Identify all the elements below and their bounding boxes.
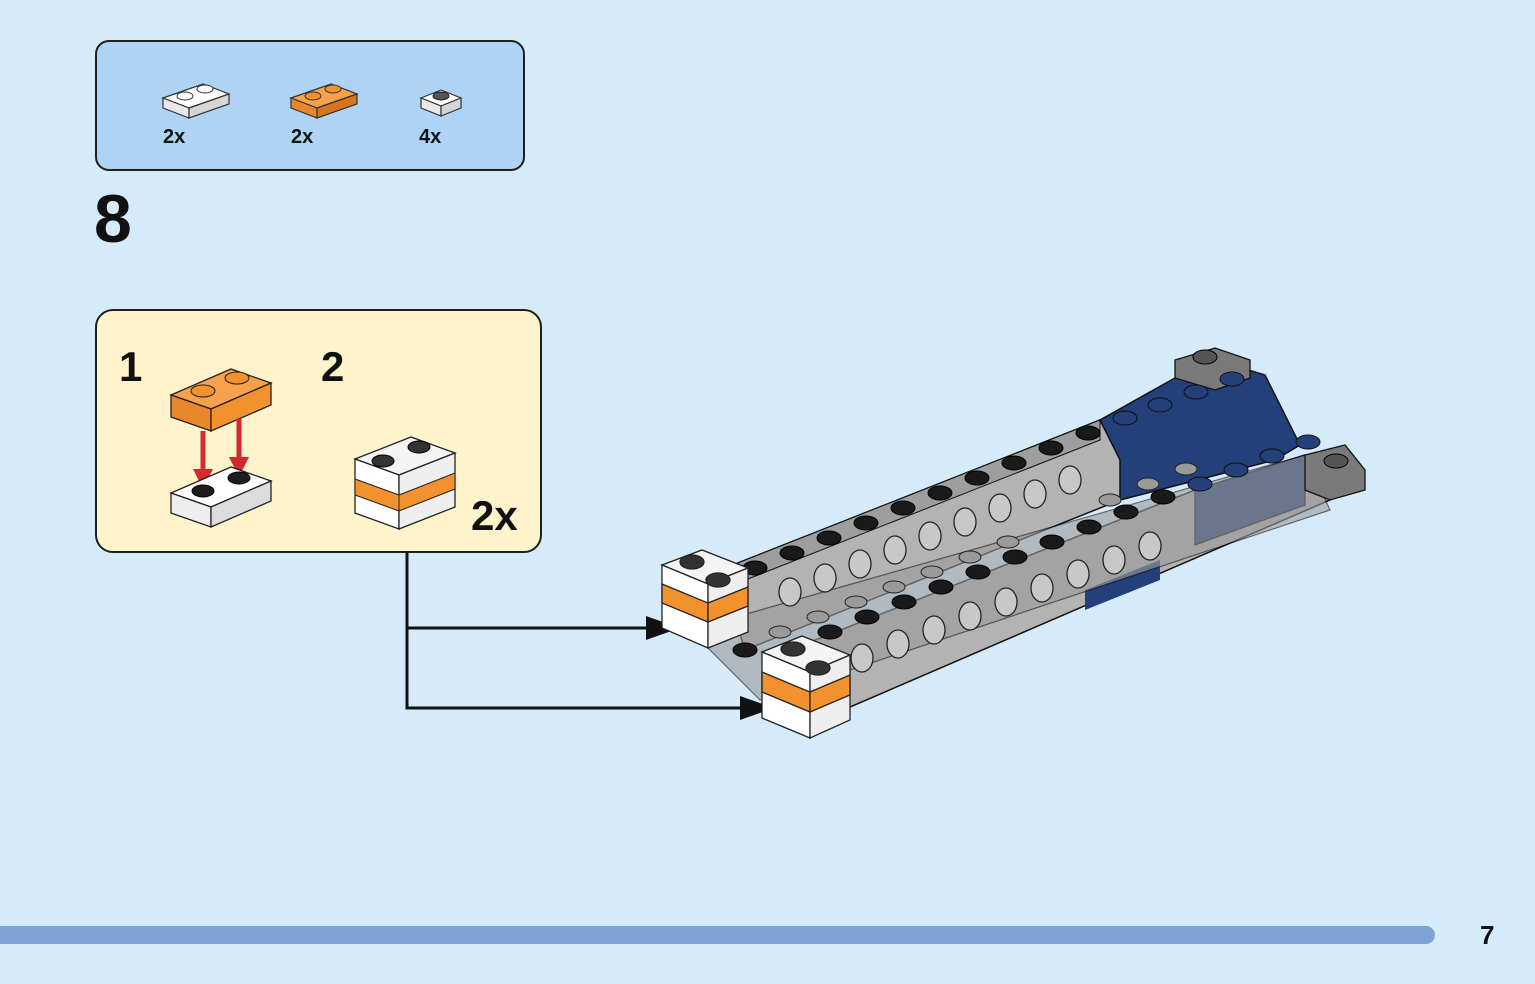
substep-number-2: 2 (321, 343, 345, 390)
orange-plate-1x2-icon (287, 72, 367, 152)
parts-list: 2x 2x 4x (95, 40, 525, 171)
part-qty-orange-plate-1x2: 2x (291, 126, 314, 148)
lower-attachment (760, 635, 852, 740)
substep-2-illustration (353, 436, 457, 530)
white-plate-1x2-icon (159, 72, 239, 152)
page-number: 7 (1480, 920, 1495, 950)
substep-quantity: 2x (471, 492, 518, 539)
substep-number-1: 1 (119, 343, 143, 390)
upper-attachment (660, 549, 750, 649)
substep-1-illustration (169, 368, 273, 528)
step-number: 8 (94, 181, 132, 257)
part-qty-white-plate-1x2: 2x (163, 126, 186, 148)
white-plate-1x1-icon (415, 72, 495, 152)
part-qty-white-plate-1x1: 4x (419, 126, 442, 148)
footer-progress-bar (0, 926, 1435, 944)
substep-box: 1 2 2x (95, 309, 542, 553)
